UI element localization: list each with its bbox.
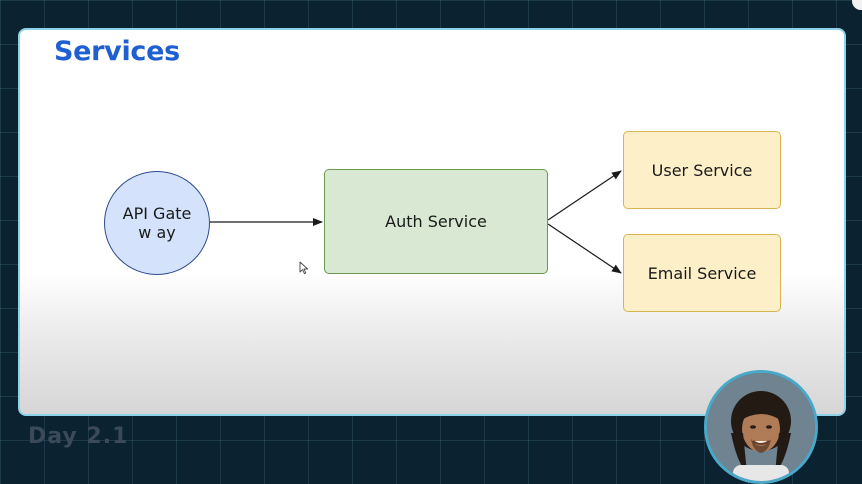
email-service-node: Email Service <box>623 234 781 312</box>
presenter-avatar <box>704 370 818 484</box>
api-gateway-label: API Gatew ay <box>122 204 192 242</box>
diagram-edges <box>210 170 622 274</box>
mouse-cursor-icon <box>299 261 309 275</box>
episode-label: Day 2.1 <box>28 424 129 449</box>
auth-service-label: Auth Service <box>385 212 487 231</box>
user-service-node: User Service <box>623 131 781 209</box>
slide-panel: Services API Gatew ay Auth Service User … <box>18 28 846 416</box>
user-service-label: User Service <box>651 160 753 180</box>
email-service-label: Email Service <box>647 263 757 283</box>
edge-auth-to-user <box>547 170 622 221</box>
presenter-face-icon <box>707 373 815 481</box>
corner-dot <box>852 0 862 10</box>
auth-service-node: Auth Service <box>324 169 548 274</box>
edge-auth-to-email <box>547 223 622 274</box>
slide-title: Services <box>54 36 180 67</box>
api-gateway-node: API Gatew ay <box>104 171 210 275</box>
